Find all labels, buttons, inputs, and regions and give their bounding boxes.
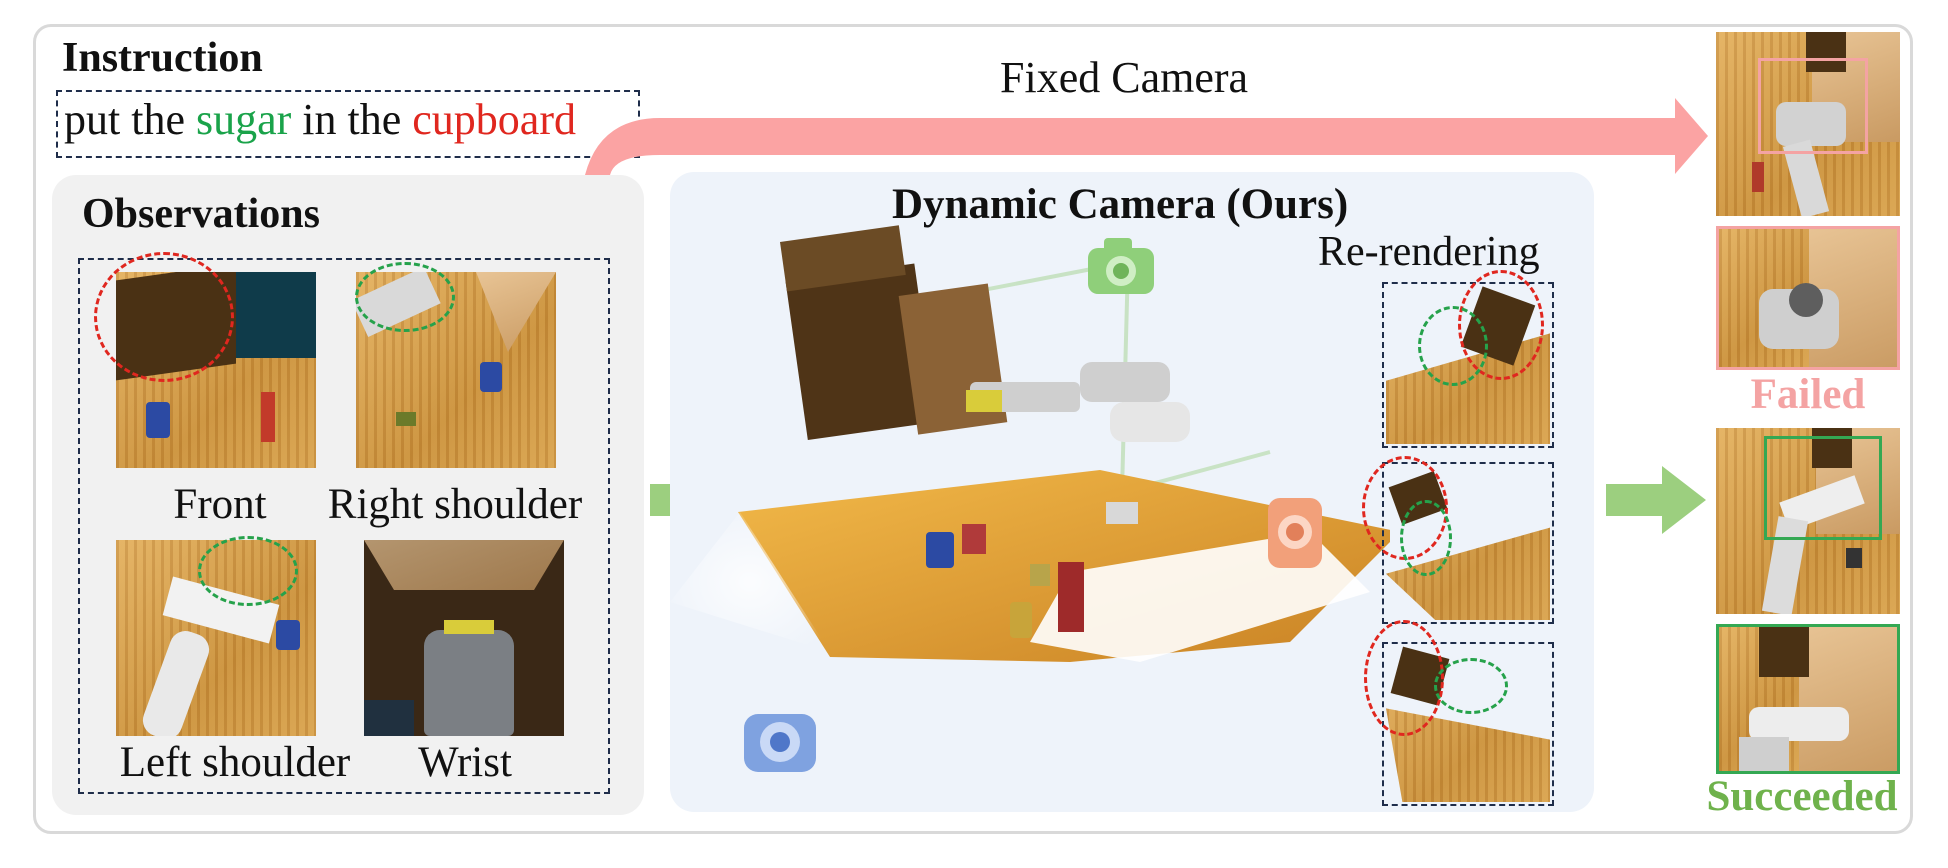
- instruction-object: sugar: [195, 95, 292, 144]
- view-label-wrist: Wrist: [418, 739, 512, 786]
- succeeded-zoom-image: [1716, 624, 1900, 774]
- observations-box: [78, 258, 610, 794]
- right-shoulder-view-image: [356, 272, 556, 468]
- wrist-view-image: [364, 540, 564, 736]
- rerender-view-1: [1382, 282, 1554, 448]
- view-label-right-shoulder: Right shoulder: [327, 481, 583, 528]
- observations-heading: Observations: [82, 191, 321, 237]
- flow-arrow-2: [1606, 466, 1706, 534]
- sugar-highlight-left: [198, 536, 298, 606]
- point-cloud-scene: [670, 225, 1390, 662]
- failed-label: Failed: [1750, 371, 1866, 418]
- sugar-highlight-rerender-1: [1418, 306, 1488, 386]
- rerender-label: Re-rendering: [1318, 229, 1540, 275]
- fixed-camera-label: Fixed Camera: [1000, 53, 1249, 102]
- camera-green-icon: [1088, 238, 1154, 294]
- dynamic-heading: Dynamic Camera (Ours): [892, 181, 1349, 228]
- succeeded-label: Succeeded: [1706, 773, 1898, 820]
- instruction-heading: Instruction: [62, 35, 263, 81]
- instruction-target: cupboard: [412, 95, 576, 144]
- figure-frame: [33, 24, 1913, 834]
- cupboard-highlight-front: [94, 252, 234, 382]
- camera-orange-icon: [1268, 498, 1322, 568]
- instruction-text: put the sugar in the cupboard: [64, 94, 576, 145]
- view-label-left-shoulder: Left shoulder: [119, 739, 351, 786]
- sugar-highlight-right: [355, 262, 455, 332]
- succeeded-zoom-box: [1764, 436, 1882, 540]
- instruction-word: put the: [64, 95, 196, 144]
- failed-zoom-box: [1758, 58, 1868, 154]
- sugar-highlight-rerender-2: [1400, 500, 1452, 576]
- view-label-front: Front: [173, 481, 267, 528]
- cupboard-highlight-rerender-3: [1364, 620, 1444, 736]
- failed-view-image: [1716, 32, 1900, 216]
- succeeded-view-image: [1716, 428, 1900, 614]
- sugar-highlight-rerender-3: [1434, 658, 1508, 714]
- instruction-word: in the: [291, 95, 413, 144]
- failed-zoom-image: [1716, 226, 1900, 370]
- camera-blue-icon: [744, 714, 816, 772]
